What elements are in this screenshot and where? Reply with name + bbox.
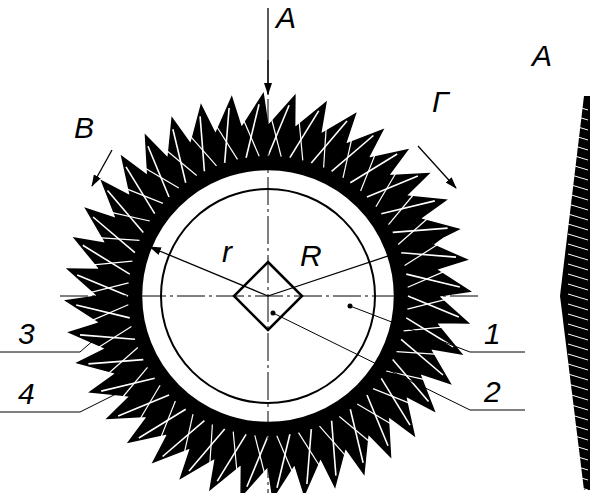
- arrows: [92, 8, 456, 296]
- view-arrow-label: А: [276, 2, 296, 34]
- callout-number: 4: [18, 378, 35, 410]
- radius-label: R: [300, 240, 322, 272]
- callout-number: 1: [484, 318, 501, 350]
- direction-label: Г: [432, 86, 448, 118]
- leader-lines: [0, 306, 525, 412]
- callout-number: 2: [484, 376, 501, 408]
- leader-dots: [271, 304, 353, 316]
- radius-label: r: [222, 236, 232, 268]
- view-label: А: [532, 40, 552, 72]
- callout-number: 3: [18, 318, 35, 350]
- axis-lines: [60, 60, 480, 493]
- side-view: [560, 96, 590, 490]
- direction-label: В: [74, 112, 94, 144]
